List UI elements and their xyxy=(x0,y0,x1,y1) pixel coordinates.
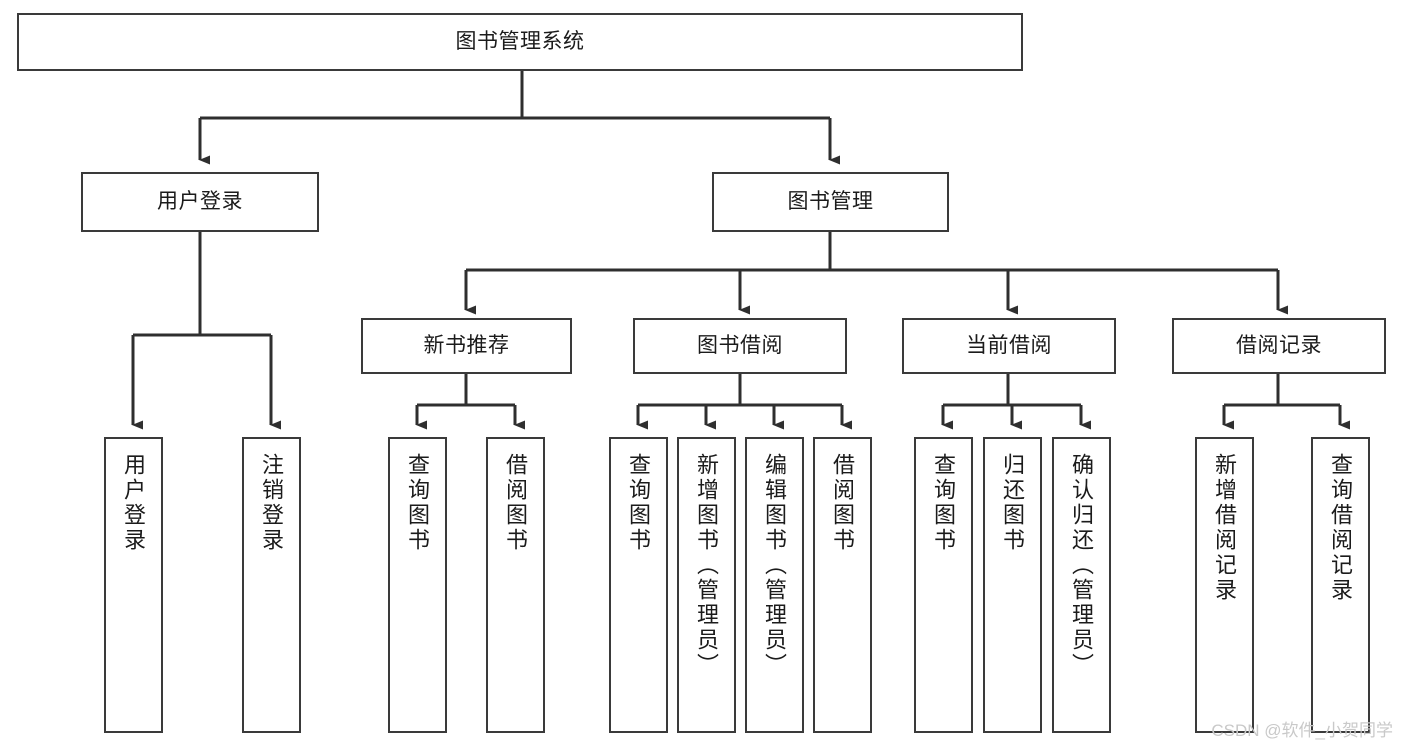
node-leaf-edit-book[interactable]: 编辑图书（管理员） xyxy=(745,437,804,733)
node-label-leaf-query-book-3: 查询图书 xyxy=(931,453,957,553)
node-label-leaf-query-book-2: 查询图书 xyxy=(626,453,652,553)
node-leaf-return-book[interactable]: 归还图书 xyxy=(983,437,1042,733)
node-label-user-login: 用户登录 xyxy=(157,189,243,213)
node-label-current-borrow: 当前借阅 xyxy=(966,333,1052,357)
node-borrow-record[interactable]: 借阅记录 xyxy=(1172,318,1386,374)
node-leaf-user-login[interactable]: 用户登录 xyxy=(104,437,163,733)
node-label-leaf-borrow-book-2: 借阅图书 xyxy=(830,453,856,553)
node-label-leaf-confirm-return: 确认归还（管理员） xyxy=(1069,453,1095,678)
node-label-leaf-return-book: 归还图书 xyxy=(1000,453,1026,553)
node-label-borrow-record: 借阅记录 xyxy=(1236,333,1322,357)
node-new-book-recommend[interactable]: 新书推荐 xyxy=(361,318,572,374)
node-label-book-manage: 图书管理 xyxy=(787,189,874,213)
node-label-leaf-query-book-1: 查询图书 xyxy=(405,453,431,553)
node-label-book-borrow: 图书借阅 xyxy=(697,333,783,357)
node-leaf-query-book-3[interactable]: 查询图书 xyxy=(914,437,973,733)
node-leaf-confirm-return[interactable]: 确认归还（管理员） xyxy=(1052,437,1111,733)
node-label-leaf-logout-login: 注销登录 xyxy=(259,453,285,553)
node-label-leaf-edit-book: 编辑图书（管理员） xyxy=(762,453,788,678)
node-leaf-query-record[interactable]: 查询借阅记录 xyxy=(1311,437,1370,733)
node-book-manage[interactable]: 图书管理 xyxy=(712,172,949,232)
node-label-new-book-recommend: 新书推荐 xyxy=(423,333,510,357)
node-leaf-query-book-1[interactable]: 查询图书 xyxy=(388,437,447,733)
node-label-root: 图书管理系统 xyxy=(455,29,585,53)
node-root-system[interactable]: 图书管理系统 xyxy=(17,13,1023,71)
node-label-leaf-borrow-book-1: 借阅图书 xyxy=(503,453,529,553)
node-current-borrow[interactable]: 当前借阅 xyxy=(902,318,1116,374)
node-user-login[interactable]: 用户登录 xyxy=(81,172,319,232)
node-label-leaf-query-record: 查询借阅记录 xyxy=(1328,453,1354,603)
node-leaf-borrow-book-2[interactable]: 借阅图书 xyxy=(813,437,872,733)
node-leaf-logout-login[interactable]: 注销登录 xyxy=(242,437,301,733)
node-book-borrow[interactable]: 图书借阅 xyxy=(633,318,847,374)
node-leaf-query-book-2[interactable]: 查询图书 xyxy=(609,437,668,733)
node-label-leaf-add-record: 新增借阅记录 xyxy=(1212,453,1238,603)
node-leaf-add-record[interactable]: 新增借阅记录 xyxy=(1195,437,1254,733)
node-label-leaf-add-book: 新增图书（管理员） xyxy=(694,453,720,678)
node-leaf-add-book[interactable]: 新增图书（管理员） xyxy=(677,437,736,733)
node-label-leaf-user-login: 用户登录 xyxy=(121,453,147,553)
watermark-text: CSDN @软件_小贺同学 xyxy=(1211,721,1393,740)
node-leaf-borrow-book-1[interactable]: 借阅图书 xyxy=(486,437,545,733)
